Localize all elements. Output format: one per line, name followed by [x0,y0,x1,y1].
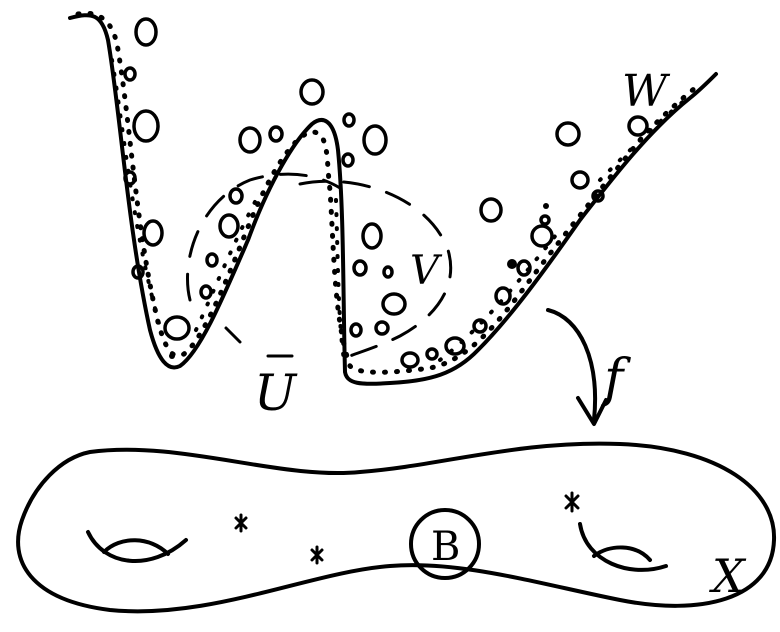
hole [230,189,242,203]
point [543,203,549,209]
hole [384,267,392,277]
hole [557,123,579,145]
region-w [70,13,716,384]
hole [201,286,211,298]
label-u: U [254,364,298,422]
hole [301,80,323,104]
hole [354,261,366,275]
region-w-stipple-inner [112,60,690,360]
hole [363,224,381,248]
open-set-u-tick [226,328,240,342]
marked-point [236,515,246,531]
hole [376,322,388,334]
hole [165,317,189,339]
region-w-boundary [70,15,716,384]
map-arrow-f [548,310,595,420]
hole [240,128,260,152]
hole [427,349,437,359]
label-b: B [431,524,460,570]
point [507,259,517,269]
hole [344,114,354,126]
hole [446,338,464,354]
hole [481,199,501,221]
hole [207,254,217,266]
hole [532,226,552,246]
hole [351,324,361,336]
marked-point [566,493,578,511]
surface-x-boundary [18,444,774,612]
marked-point [312,547,322,563]
handle-left-lower [88,532,186,561]
hole [136,19,156,45]
hole [144,221,162,245]
hole [343,154,353,166]
label-f: f [600,349,631,409]
hole [383,294,405,314]
surface-x: B X [18,444,774,612]
hole [572,172,588,188]
hole [541,216,549,224]
hole [402,353,418,367]
hole [629,117,647,135]
hole [125,172,135,184]
hole [364,126,386,154]
label-w: W [622,66,671,117]
hole [270,127,282,141]
label-v: V [410,248,443,294]
hole [134,111,158,141]
label-x: X [709,549,747,603]
point [169,353,175,359]
handle-left-upper [104,540,168,554]
hole [125,68,135,80]
map-arrow-f-head [578,398,606,424]
hole [220,215,238,237]
